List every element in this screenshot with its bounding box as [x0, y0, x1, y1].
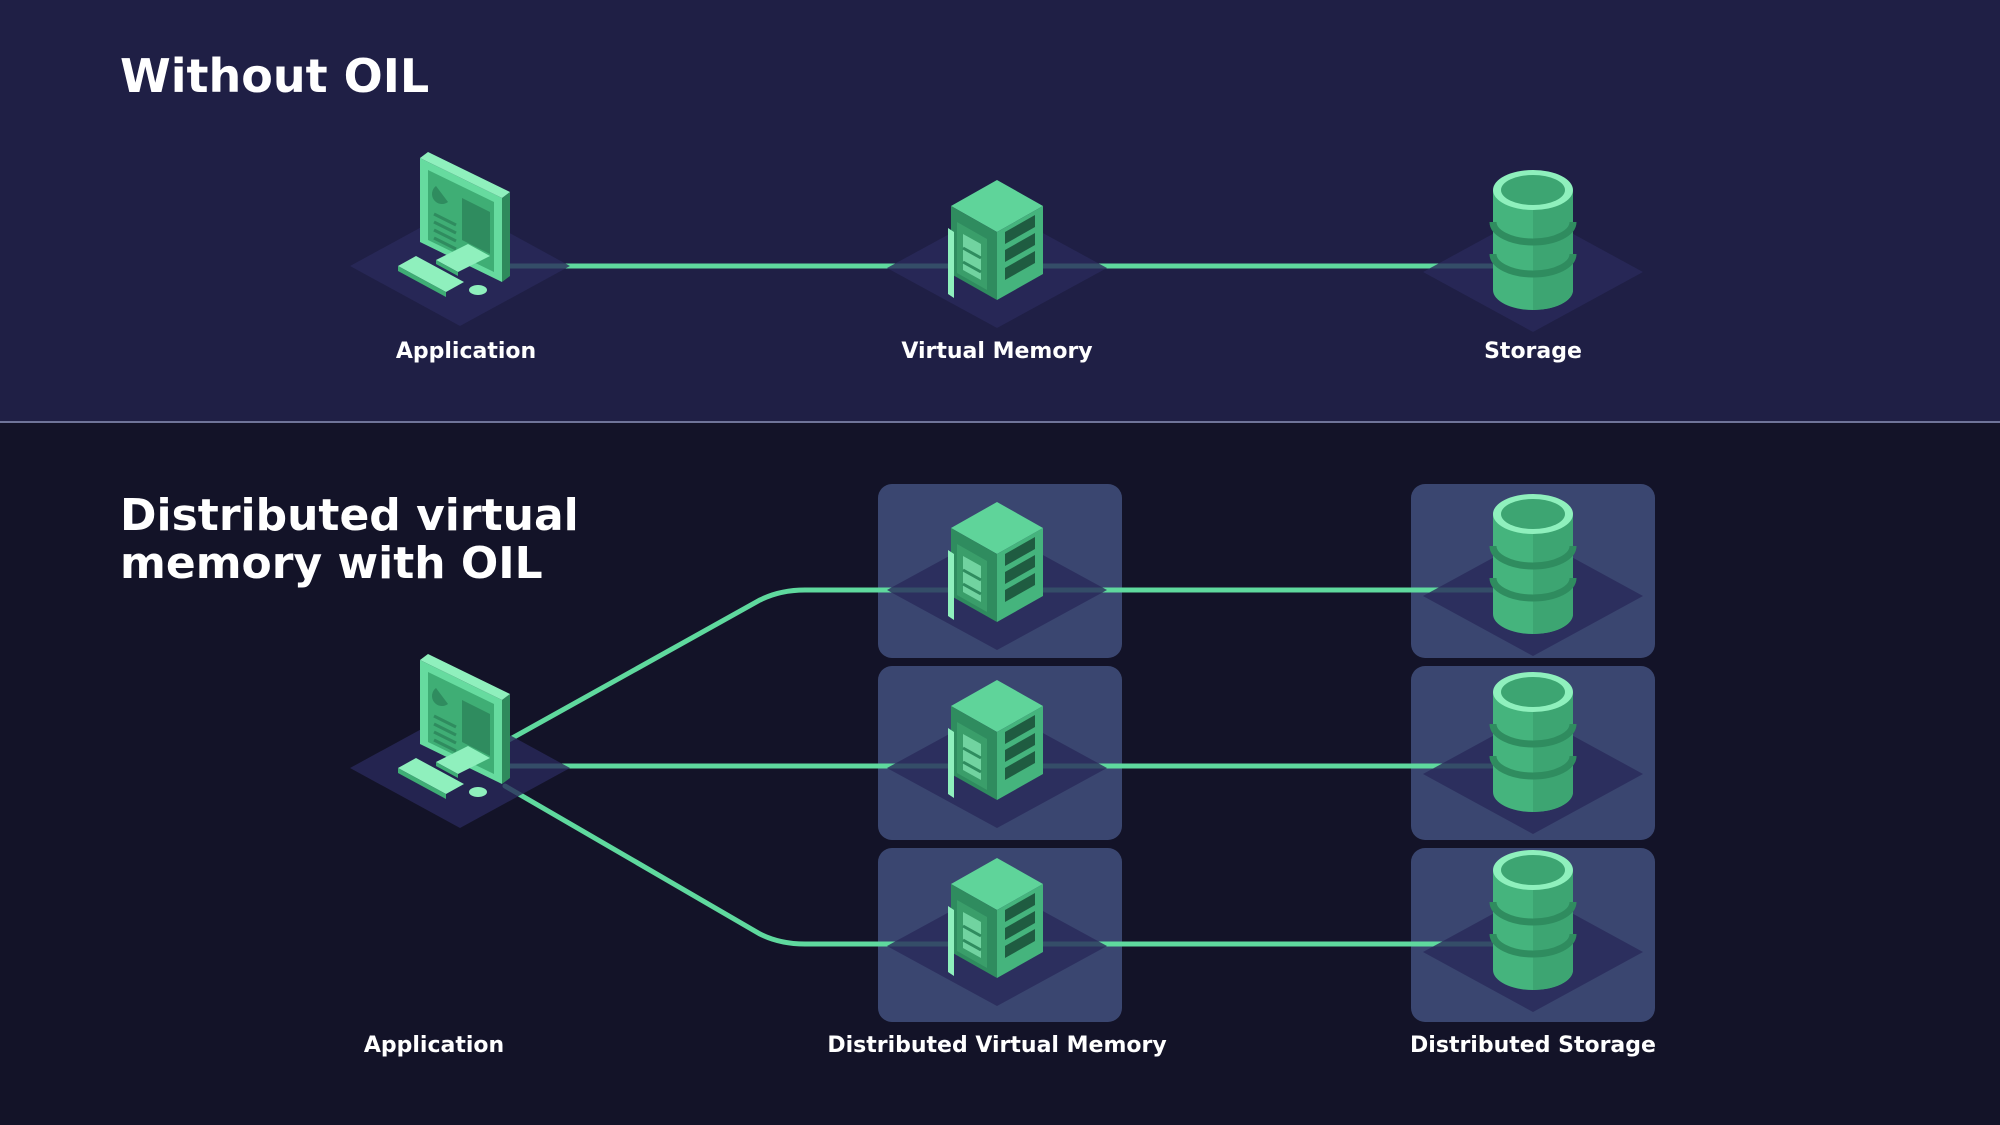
without-oil-title: Without OIL: [120, 49, 430, 103]
computer-icon: [348, 150, 572, 328]
database-icon: [1423, 170, 1643, 332]
virtual-memory-label: Virtual Memory: [901, 339, 1093, 364]
distributed-application-label: Application: [363, 1033, 505, 1058]
with-oil-title-line-1: Distributed virtual: [120, 490, 579, 541]
with-oil-connectors: [502, 587, 1498, 947]
section-divider: [0, 421, 2000, 423]
with-oil-title: Distributed virtual memory with OIL: [120, 492, 579, 588]
connector-application-to-memory-1: [502, 587, 953, 745]
application-label: Application: [395, 339, 537, 364]
with-oil-title-line-2: memory with OIL: [120, 538, 543, 589]
distributed-virtual-memory-label: Distributed Virtual Memory: [827, 1033, 1167, 1058]
storage-label: Storage: [1484, 339, 1582, 364]
connector-application-to-memory-3: [502, 783, 953, 947]
distributed-storage-label: Distributed Storage: [1410, 1033, 1656, 1058]
server-icon: [885, 178, 1109, 330]
